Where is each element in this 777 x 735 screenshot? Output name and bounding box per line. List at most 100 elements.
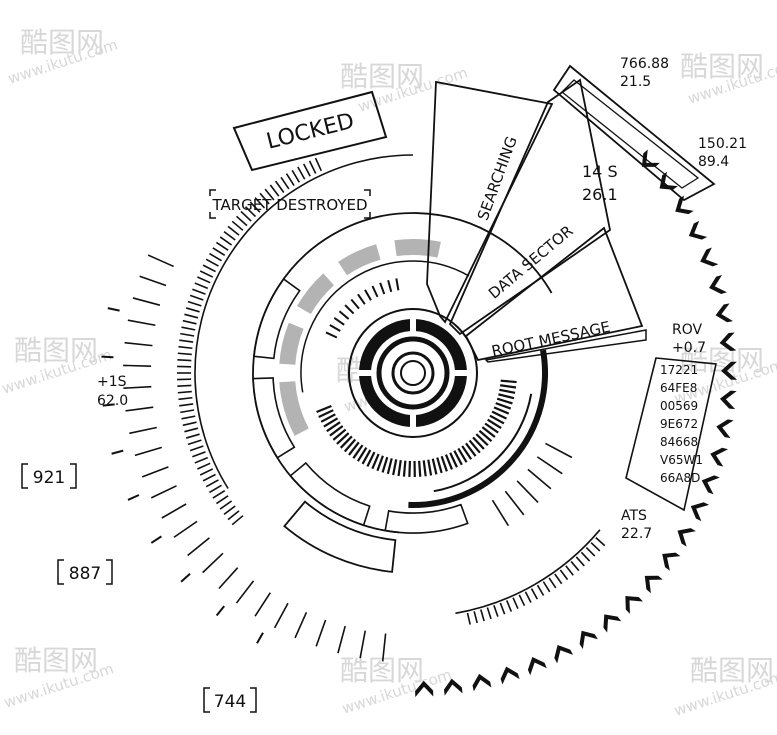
outer-tick — [240, 210, 252, 222]
scale-tick-long — [107, 307, 120, 312]
outer-tick — [209, 252, 222, 262]
outer-tick — [486, 607, 492, 620]
outer-ring-arc — [194, 154, 414, 489]
code-item: 64FE8 — [660, 381, 697, 395]
outer-tick — [215, 495, 229, 505]
outer-tick — [199, 468, 214, 476]
outer-tick — [199, 270, 214, 278]
scale-tick — [315, 619, 327, 647]
outer-tick — [185, 307, 200, 313]
inner-tick — [478, 429, 493, 443]
svg-text:921: 921 — [33, 468, 65, 488]
bottom-right-stub — [504, 490, 525, 516]
inner-tick — [357, 293, 366, 305]
inner-tick — [453, 450, 463, 466]
chevron-arrow — [579, 630, 598, 650]
bottom-right-stub — [491, 499, 510, 527]
gray-segment — [297, 273, 334, 314]
code-list-panel: 17221 64FE8 00569 9E672 84668 V65W1 66A8… — [625, 357, 717, 512]
outer-tick — [215, 241, 229, 251]
outer-tick — [291, 169, 301, 183]
scale-tick — [141, 466, 169, 478]
inner-tick — [325, 331, 338, 339]
inner-tick — [472, 436, 485, 450]
outer-tick — [480, 609, 485, 622]
chevron-arrow — [715, 303, 733, 323]
scale-tick — [123, 364, 152, 367]
outer-tick — [192, 288, 206, 295]
scale-tick — [134, 446, 163, 457]
watermark-brand: 酷图网 — [340, 654, 424, 687]
outer-tick — [187, 300, 202, 307]
inner-tick — [326, 421, 341, 433]
target-destroyed-label: TARGET DESTROYED — [211, 196, 367, 214]
outer-tick — [235, 215, 248, 227]
inner-tick — [427, 459, 433, 476]
inner-tick — [493, 406, 510, 415]
outer-tick — [177, 390, 192, 394]
scale-tick-long — [215, 605, 225, 617]
generated-graphics — [101, 64, 738, 698]
scale-tick — [273, 602, 289, 629]
outer-tick — [585, 546, 596, 557]
scale-tick — [202, 552, 224, 574]
outlined-segment — [283, 500, 397, 573]
chevron-arrow — [443, 678, 463, 696]
inner-tick — [475, 433, 489, 447]
inner-tick — [336, 432, 350, 445]
inner-tick — [496, 397, 513, 405]
scale-tick — [337, 625, 346, 654]
outer-tick — [473, 611, 478, 624]
scale-value-887: 887 — [57, 559, 113, 585]
inner-tick — [364, 289, 372, 301]
chevron-arrow — [554, 644, 574, 664]
outer-tick — [223, 505, 236, 516]
code-item: 66A8D — [660, 471, 700, 485]
chevron-arrow — [719, 390, 737, 410]
inner-tick — [339, 435, 353, 449]
outer-tick — [181, 326, 196, 331]
inner-tick — [350, 298, 360, 310]
core-thick-ring — [376, 336, 450, 410]
outer-tick — [182, 319, 197, 325]
outer-tick — [185, 433, 200, 439]
outer-tick — [595, 537, 606, 547]
searching-panel — [426, 80, 554, 324]
inner-tick — [498, 393, 515, 400]
chevron-arrow — [700, 247, 719, 267]
root-message-panel — [464, 226, 644, 362]
chevron-arrow — [719, 332, 737, 351]
outer-tick — [184, 313, 199, 319]
outer-tick — [466, 612, 471, 625]
outer-tick — [231, 515, 244, 526]
inner-tick — [440, 455, 448, 472]
watermark-brand: 酷图网 — [690, 654, 774, 687]
code-item: 17221 — [660, 363, 698, 377]
scale-tick — [235, 580, 255, 604]
inner-tick — [371, 285, 379, 298]
inner-tick — [444, 454, 453, 470]
left-readout-label: +1S — [97, 374, 127, 390]
left-readout-value: 62.0 — [97, 393, 128, 409]
inner-tick — [489, 414, 505, 425]
scale-tick — [127, 319, 156, 327]
bottom-right-stub — [527, 468, 552, 490]
chevron-arrow — [701, 475, 720, 495]
outer-tick — [227, 510, 240, 521]
inner-tick — [418, 460, 422, 477]
scale-tick-long — [111, 449, 124, 455]
outer-tick — [259, 192, 270, 205]
inner-tick — [356, 447, 368, 462]
outer-tick — [506, 600, 513, 612]
root-message-label: ROOT MESSAGE — [490, 318, 612, 361]
outer-tick — [565, 565, 574, 576]
scale-tick — [132, 297, 161, 306]
coord-a-line-2: 21.5 — [620, 74, 651, 90]
inner-tick — [348, 441, 360, 456]
outer-tick — [180, 332, 195, 337]
inner-heavy-arc — [408, 349, 548, 508]
inner-tick — [371, 453, 380, 470]
rov-label: ROV — [672, 322, 703, 338]
inner-tick — [481, 426, 496, 438]
